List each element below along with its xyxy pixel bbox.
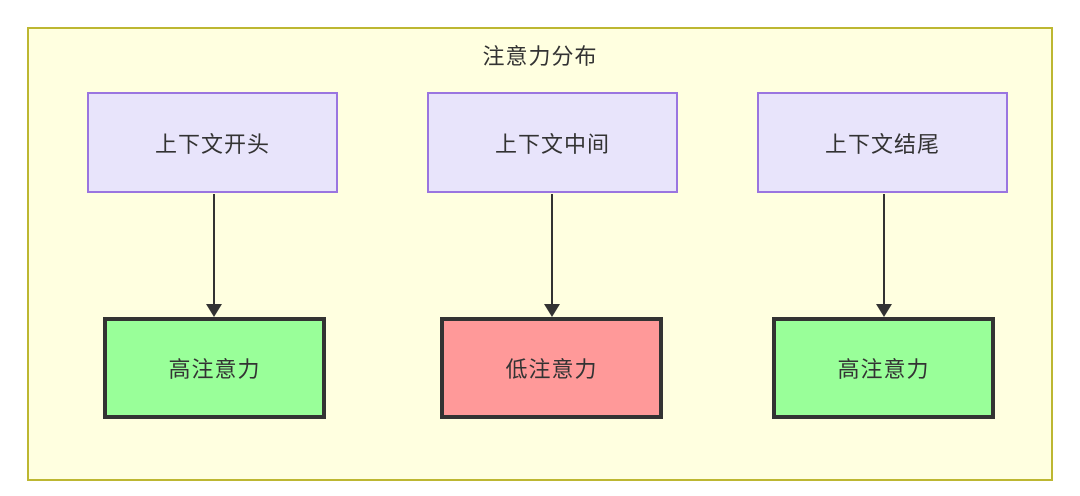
edge-context-start-to-high-attention (213, 194, 215, 304)
node-label: 上下文中间 (494, 131, 610, 157)
node-context-middle[interactable]: 上下文中间 (427, 92, 678, 193)
subgraph-title: 注意力分布 (482, 44, 598, 69)
node-label: 高注意力 (168, 357, 261, 382)
arrowhead-icon (876, 304, 892, 317)
node-high-attention-end[interactable]: 高注意力 (772, 317, 995, 419)
node-context-start[interactable]: 上下文开头 (87, 92, 338, 193)
node-label: 上下文结尾 (824, 131, 940, 157)
edge-context-middle-to-low-attention (551, 194, 553, 304)
arrowhead-icon (544, 304, 560, 317)
node-high-attention-start[interactable]: 高注意力 (103, 317, 326, 419)
node-label: 上下文开头 (154, 131, 270, 157)
node-label: 高注意力 (837, 357, 930, 382)
node-low-attention-middle[interactable]: 低注意力 (440, 317, 663, 419)
edge-context-end-to-high-attention (883, 194, 885, 304)
node-context-end[interactable]: 上下文结尾 (757, 92, 1008, 193)
arrowhead-icon (206, 304, 222, 317)
node-label: 低注意力 (505, 357, 598, 382)
